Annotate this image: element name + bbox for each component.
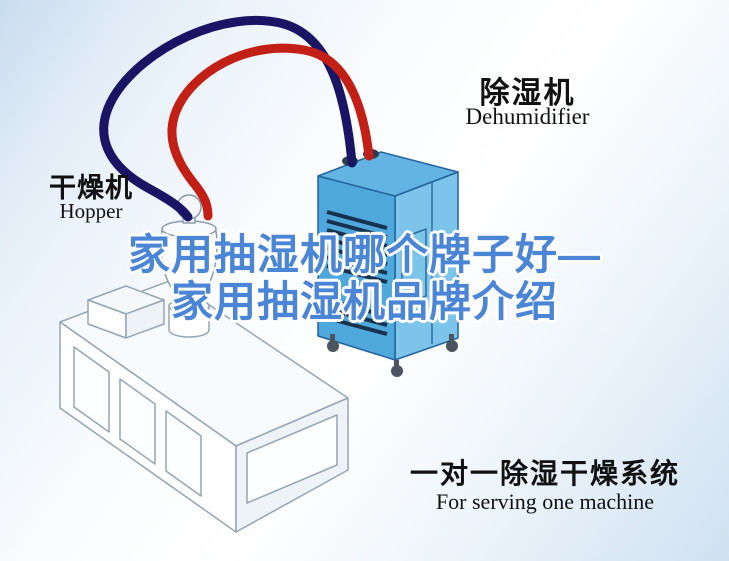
vent-grille [326, 210, 388, 336]
dehumidifier-label-cn: 除湿机 [479, 77, 576, 110]
hopper-illustration [160, 194, 218, 313]
headline: 家用抽湿机哪个牌子好— 家用抽湿机品牌介绍 [0, 231, 729, 325]
hopper-label-en: Hopper [59, 199, 123, 223]
caption-cn: 一对一除湿干燥系统 [409, 458, 680, 489]
side-door [401, 182, 433, 344]
door-handle [437, 250, 443, 266]
headline-line-1: 家用抽湿机哪个牌子好— [127, 231, 601, 278]
machine-illustration [59, 279, 349, 533]
dehumidifier-illustration [317, 149, 459, 377]
caption-en: For serving one machine [435, 489, 655, 514]
supply-pipe-red [167, 43, 374, 221]
hopper-label-cn: 干燥机 [49, 173, 133, 203]
caster-wheels [327, 334, 458, 377]
headline-line-2: 家用抽湿机品牌介绍 [170, 278, 558, 326]
dehumidifier-label-en: Dehumidifier [465, 104, 590, 129]
